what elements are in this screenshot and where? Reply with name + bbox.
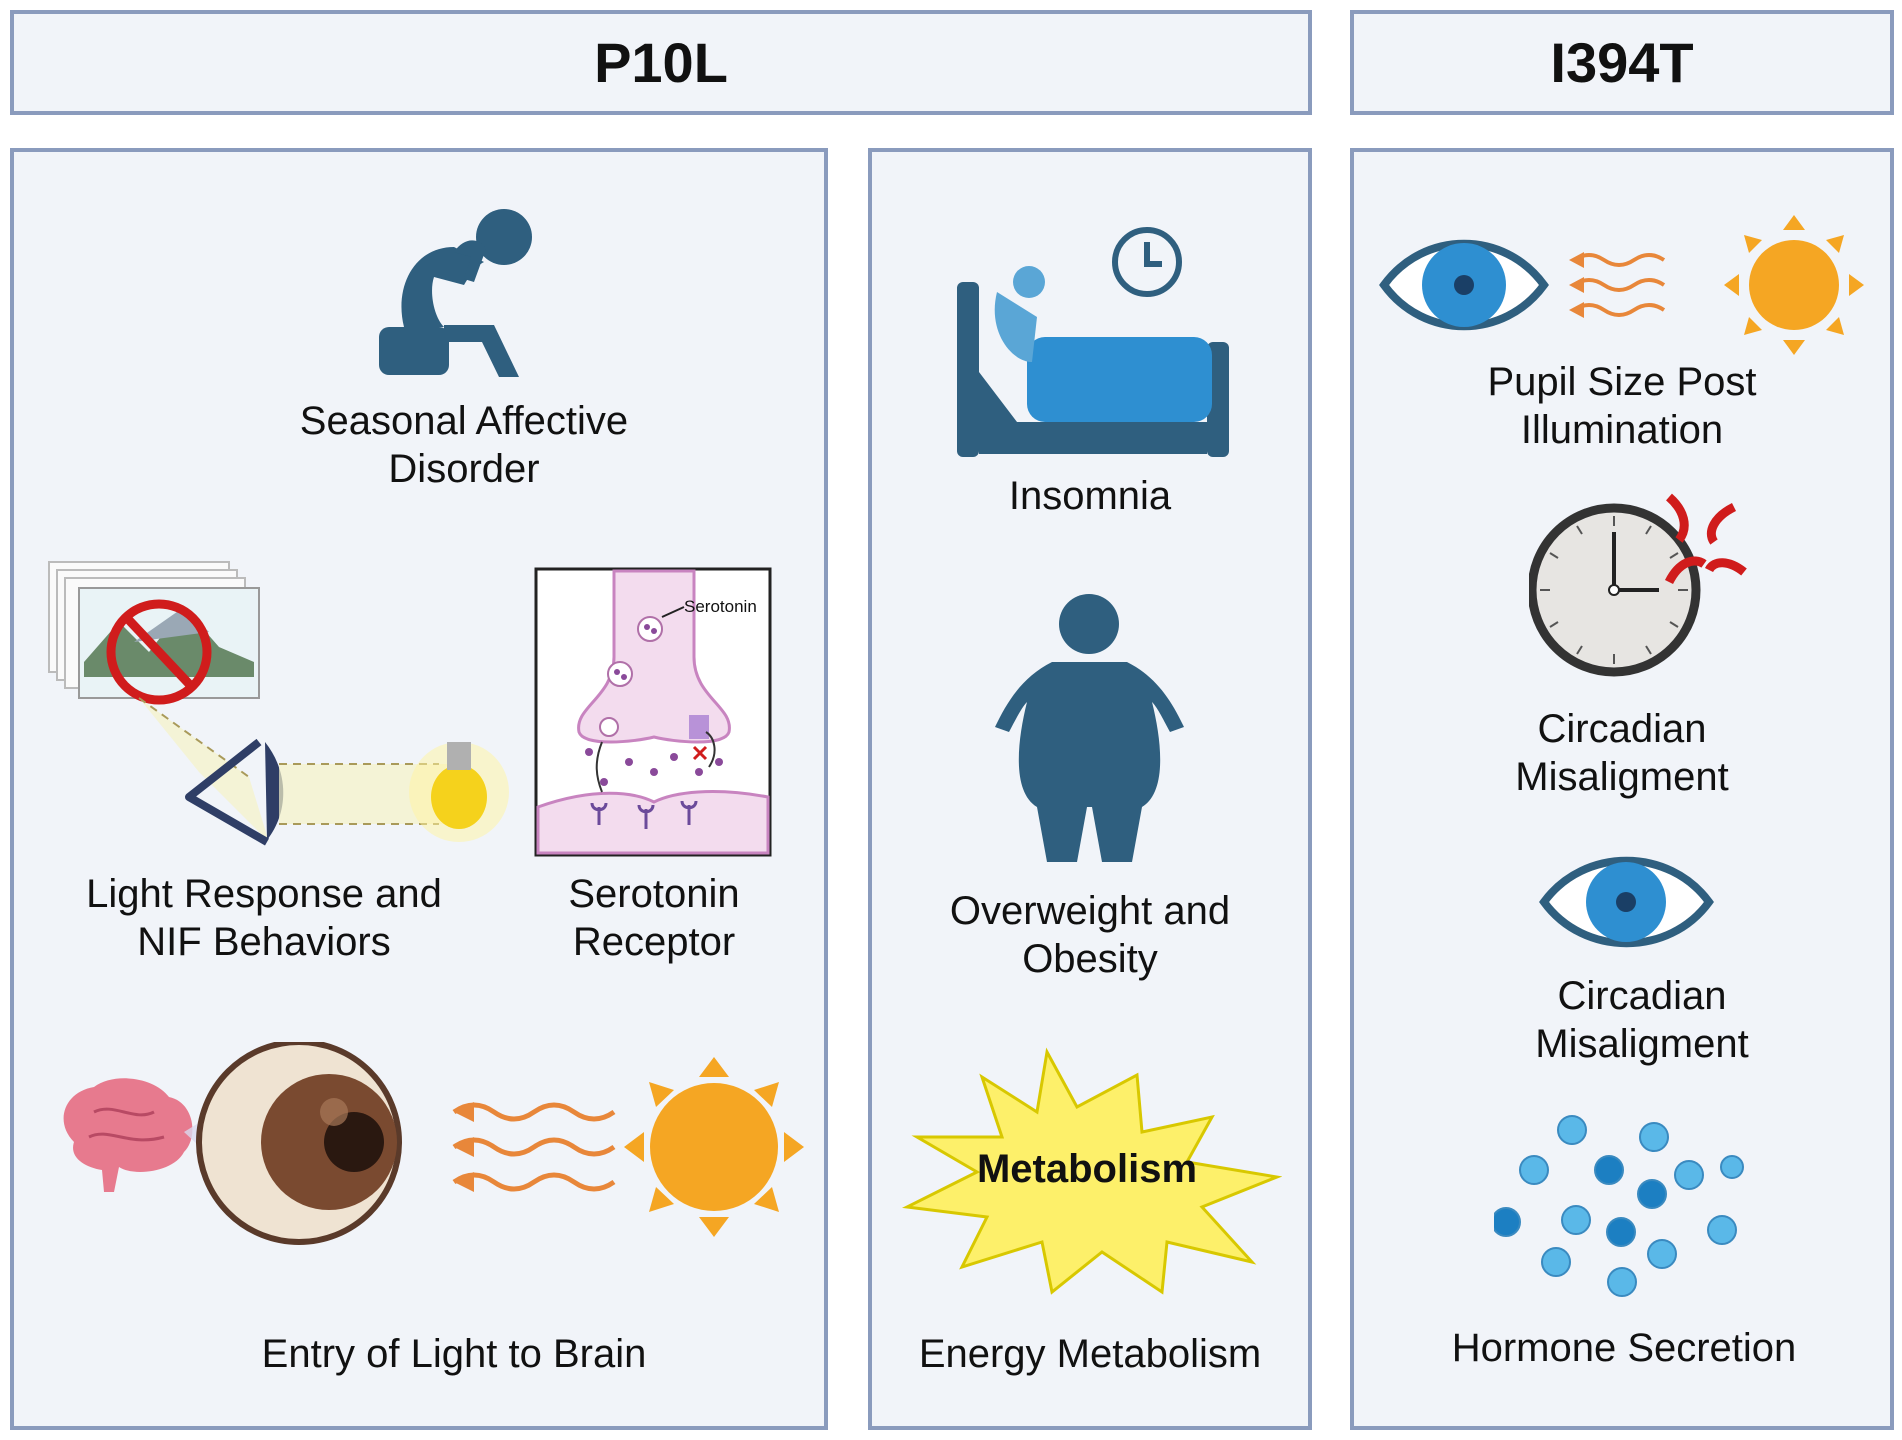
circadian-eye-icon — [1539, 856, 1714, 948]
insomnia-bed-icon — [957, 227, 1229, 457]
entry-of-light-illustration — [63, 1042, 804, 1245]
label-circadian-misaligment-1: Circadian Misaligment — [1515, 707, 1729, 799]
serotonin-synapse-illustration: Serotonin — [534, 567, 772, 857]
panel-i394t: Pupil Size Post Illumination Circadian M… — [1350, 148, 1894, 1430]
pupil-illumination-illustration — [1379, 215, 1864, 355]
header-p10l-text: P10L — [594, 31, 728, 94]
panel-p10l-left: Seasonal Affective Disorder Light Respon… — [10, 148, 828, 1430]
label-insomnia: Insomnia — [1008, 474, 1172, 518]
label-pupil-size: Pupil Size Post Illumination — [1487, 360, 1757, 452]
label-hormone-secretion: Hormone Secretion — [1451, 1326, 1797, 1370]
header-p10l: P10L — [10, 10, 1312, 115]
metabolism-starburst: Metabolism — [902, 1047, 1282, 1295]
panel-p10l-middle: Insomnia Overweight and Obesity Metaboli… — [868, 148, 1312, 1430]
label-entry-of-light: Entry of Light to Brain — [261, 1332, 647, 1376]
sad-person-icon — [379, 209, 532, 377]
circadian-clock-icon — [1529, 493, 1747, 677]
serotonin-tag: Serotonin — [684, 597, 757, 616]
label-light-response: Light Response and NIF Behaviors — [86, 872, 442, 964]
label-circadian-misaligment-2: Circadian Misaligment — [1535, 974, 1749, 1066]
header-i394t-text: I394T — [1550, 31, 1694, 94]
light-response-illustration — [48, 561, 509, 846]
obesity-figure-icon — [995, 594, 1184, 862]
hormone-granules-icon — [1494, 1115, 1744, 1297]
label-overweight-obesity: Overweight and Obesity — [949, 889, 1231, 981]
label-seasonal-affective-disorder: Seasonal Affective Disorder — [299, 399, 629, 491]
metabolism-word: Metabolism — [977, 1147, 1197, 1191]
label-energy-metabolism: Energy Metabolism — [918, 1332, 1262, 1376]
label-serotonin-receptor: Serotonin Receptor — [568, 872, 740, 964]
header-i394t: I394T — [1350, 10, 1894, 115]
